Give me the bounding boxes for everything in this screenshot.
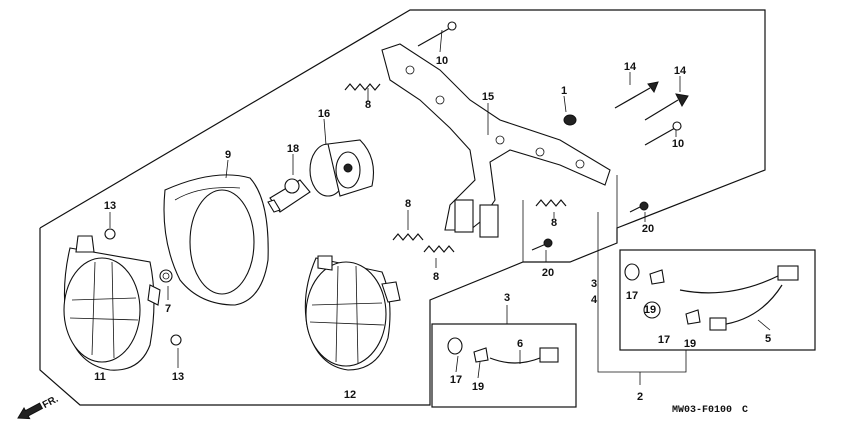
bulb-h4 <box>267 178 311 213</box>
callout-labels: 1 2 3 3 4 5 6 7 8 8 8 8 9 10 10 11 12 13… <box>94 55 771 403</box>
callout-3-box: 3 <box>504 292 510 304</box>
spring-8-right <box>535 199 567 207</box>
callout-18: 18 <box>287 143 299 155</box>
diagram-frame <box>39 9 766 406</box>
callout-1: 1 <box>561 85 567 97</box>
screw-10-top <box>417 21 457 47</box>
subassembly-box-3 <box>431 305 577 408</box>
screw-14-left <box>614 81 659 109</box>
callout-4: 4 <box>591 294 598 306</box>
callout-19-box4-bottom: 19 <box>684 338 696 350</box>
callout-14-left: 14 <box>624 61 637 73</box>
harness-5 <box>624 263 799 331</box>
callout-10-right: 10 <box>672 138 684 150</box>
callout-10-top: 10 <box>436 55 448 67</box>
callout-19-box3: 19 <box>472 381 484 393</box>
callout-15: 15 <box>482 91 494 103</box>
nut-13-top <box>104 228 116 240</box>
callout-13-top: 13 <box>104 200 116 212</box>
drawing-code-suffix: C <box>742 405 748 416</box>
callout-2: 2 <box>637 391 643 403</box>
headlight-stay <box>381 43 611 238</box>
callout-14-right: 14 <box>674 65 687 77</box>
callout-20-right: 20 <box>642 223 654 235</box>
callout-8-lower: 8 <box>433 271 439 283</box>
callout-20-center: 20 <box>542 267 554 279</box>
callout-17-box4-bottom: 17 <box>658 334 670 346</box>
callout-8-top: 8 <box>365 99 371 111</box>
callout-11: 11 <box>94 371 106 383</box>
leader-lines <box>109 29 771 379</box>
callout-3-side: 3 <box>591 278 597 290</box>
front-label: FR. <box>41 394 61 411</box>
callout-5: 5 <box>765 333 771 345</box>
callout-17-box4-top: 17 <box>626 290 638 302</box>
subassembly-box-4 <box>597 212 816 385</box>
spring-8-top <box>344 83 381 91</box>
callout-19-box4-top: 19 <box>644 304 656 316</box>
nut-1 <box>563 114 577 126</box>
headlight-left <box>63 235 161 371</box>
screw-14-right <box>644 93 689 121</box>
callout-8-left: 8 <box>405 198 411 210</box>
nut-13-bottom <box>170 334 182 346</box>
spring-8-lower <box>423 245 455 253</box>
headlight-rim <box>163 174 269 306</box>
screw-10-right <box>644 121 682 146</box>
callout-16: 16 <box>318 108 330 120</box>
callout-12: 12 <box>344 389 356 401</box>
callout-9: 9 <box>225 149 231 161</box>
front-direction-marker: FR. <box>17 394 61 420</box>
drawing-code: MW03-F0100 <box>672 405 732 416</box>
callout-13-bottom: 13 <box>172 371 184 383</box>
callout-17-box3: 17 <box>450 374 462 386</box>
bolt-20-right <box>629 201 649 213</box>
dust-cover <box>309 139 375 197</box>
callout-8-right: 8 <box>551 217 557 229</box>
bolt-20-center <box>531 238 553 251</box>
headlight-right <box>304 255 401 371</box>
callout-7: 7 <box>165 303 171 315</box>
spring-8-left <box>392 233 424 241</box>
grommet-7 <box>159 269 173 283</box>
socket-6 <box>447 337 559 364</box>
callout-6: 6 <box>517 338 523 350</box>
